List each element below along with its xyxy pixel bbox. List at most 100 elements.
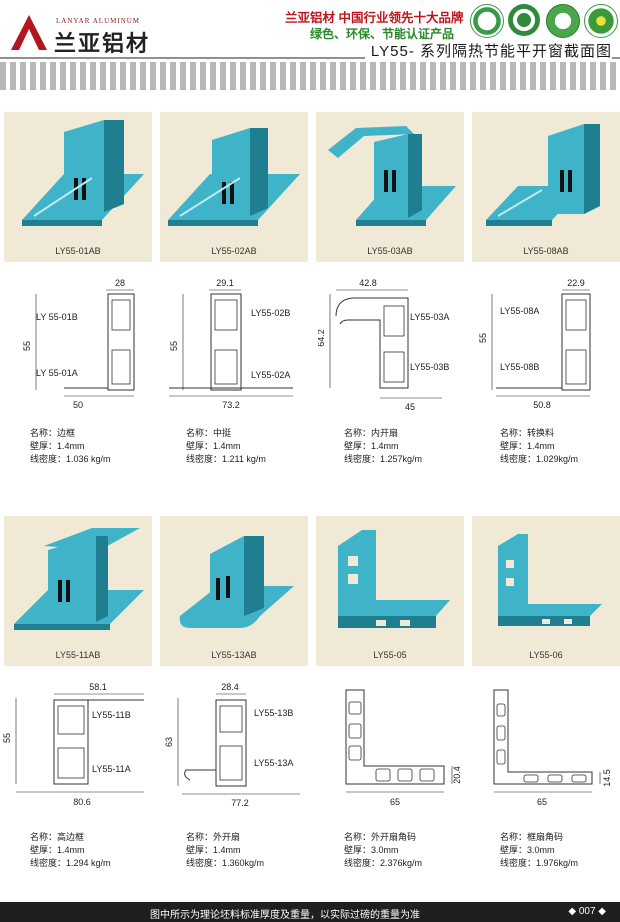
profile-render-icon — [22, 120, 144, 226]
profile-render-icon — [486, 124, 600, 226]
slogan-brand: 兰亚铝材 中国行业领先十大品牌 — [285, 11, 464, 25]
brand-logo: LANYAR ALUMINUM 兰亚铝材 — [8, 12, 178, 57]
dimension-label: 29.1 — [216, 278, 234, 288]
profile-code: LY55-02AB — [211, 246, 257, 256]
spec-block: 名称：外开扇 壁厚：1.4mm 线密度：1.360kg/m — [186, 831, 264, 870]
spec-block: 名称：框扇角码 壁厚：3.0mm 线密度：1.976kg/m — [500, 831, 578, 870]
part-label: LY 55-01B — [36, 312, 78, 322]
profile-code: LY55-11AB — [55, 650, 101, 660]
dimension-label: 65 — [390, 797, 400, 807]
spec-wall: 壁厚：1.4mm — [30, 441, 85, 451]
dimension-label: 64.2 — [318, 329, 326, 347]
spec-block: 名称：边框 壁厚：1.4mm 线密度：1.036 kg/m — [30, 427, 111, 466]
profile-render-icon — [179, 536, 294, 628]
certification-badge-icon — [584, 4, 618, 38]
spec-density: 线密度：1.294 kg/m — [30, 858, 111, 868]
footer-note: 图中所示为理论坯料标准厚度及重量，以实际过磅的重量为准 — [150, 910, 420, 921]
dimension-label: 77.2 — [231, 798, 249, 808]
section-drawing: 28.4 63 LY55-13B LY55-13A 77.2 — [164, 682, 300, 808]
spec-wall: 壁厚：1.4mm — [186, 441, 241, 451]
section-drawing: 20.4 65 — [345, 689, 462, 807]
dimension-label: 55 — [478, 333, 488, 343]
dimension-label: 80.6 — [73, 797, 91, 807]
section-drawing: 58.1 55 LY55-11B LY55-11A 80.6 — [2, 682, 144, 807]
profile-photo: LY55-01AB — [4, 112, 152, 262]
certification-badge-icon — [508, 4, 540, 36]
certification-badge-icon — [546, 4, 580, 38]
logo-english: LANYAR ALUMINUM — [56, 17, 141, 25]
dimension-label: 65 — [537, 797, 547, 807]
profile-photo: LY55-11AB — [4, 516, 152, 666]
part-label: LY55-08B — [500, 362, 539, 372]
spec-block: 名称：高边框 壁厚：1.4mm 线密度：1.294 kg/m — [30, 831, 111, 870]
profile-photo: LY55-03AB — [316, 112, 464, 262]
dimension-label: 28.4 — [221, 682, 239, 692]
profile-render-icon — [328, 126, 456, 226]
spec-block: 名称：中挺 壁厚：1.4mm 线密度：1.211 kg/m — [186, 427, 266, 466]
slogan-green: 绿色、环保、节能认证产品 — [310, 27, 455, 41]
spec-name: 名称：高边框 — [30, 832, 85, 842]
section-drawing: 29.1 55 LY55-02B LY55-02A 73.2 — [169, 278, 293, 410]
spec-name: 名称：中挺 — [186, 428, 232, 438]
spec-density: 线密度：1.036 kg/m — [30, 454, 111, 464]
spec-wall: 壁厚：1.4mm — [186, 845, 241, 855]
certification-badge-icon — [470, 4, 504, 38]
section-drawing: 28 55 LY 55-01B LY 55-01A 50 — [22, 278, 135, 410]
profile-code: LY55-05 — [373, 650, 407, 660]
profile-render-icon — [14, 528, 144, 630]
spec-name: 名称：边框 — [30, 428, 76, 438]
spec-density: 线密度：1.257kg/m — [344, 454, 423, 464]
dimension-label: 20.4 — [452, 766, 462, 784]
part-label: LY55-02A — [251, 370, 290, 380]
spec-block: 名称：外开扇角码 壁厚：3.0mm 线密度：2.376kg/m — [344, 831, 422, 870]
dimension-label: 55 — [169, 341, 179, 351]
dimension-label: 42.8 — [359, 278, 377, 288]
profile-photo: LY55-02AB — [160, 112, 308, 262]
profile-render-icon — [498, 534, 602, 626]
dimension-label: 73.2 — [222, 400, 240, 410]
dimension-label: 63 — [164, 737, 174, 747]
page-number: ◆ 007 ◆ — [568, 906, 606, 917]
part-label: LY55-11A — [92, 764, 131, 774]
dimension-label: 45 — [405, 402, 415, 412]
part-label: LY55-13A — [254, 758, 293, 768]
brand-logo-icon — [11, 15, 47, 50]
spec-density: 线密度：2.376kg/m — [344, 858, 423, 868]
dimension-label: 55 — [22, 341, 32, 351]
page-title: LY55- 系列隔热节能平开窗截面图 — [364, 40, 612, 61]
profile-code: LY55-01AB — [55, 246, 101, 256]
spec-wall: 壁厚：3.0mm — [344, 845, 399, 855]
profile-code: LY55-03AB — [367, 246, 413, 256]
spec-name: 名称：转换料 — [500, 428, 555, 438]
part-label: LY 55-01A — [36, 368, 78, 378]
page-header: LANYAR ALUMINUM 兰亚铝材 兰亚铝材 中国行业领先十大品牌 绿色、… — [0, 0, 620, 62]
spec-block: 名称：转换料 壁厚：1.4mm 线密度：1.029kg/m — [500, 427, 578, 466]
part-label: LY55-03A — [410, 312, 449, 322]
part-label: LY55-13B — [254, 708, 293, 718]
spec-wall: 壁厚：1.4mm — [30, 845, 85, 855]
spec-density: 线密度：1.029kg/m — [500, 454, 579, 464]
profile-photo: LY55-06 — [472, 516, 620, 666]
page-footer: 图中所示为理论坯料标准厚度及重量，以实际过磅的重量为准 ◆ 007 ◆ — [0, 902, 620, 922]
profile-render-icon — [168, 128, 300, 226]
spec-wall: 壁厚：3.0mm — [500, 845, 555, 855]
section-drawing: 22.9 55 LY55-08A LY55-08B 50.8 — [478, 278, 591, 410]
dimension-label: 50 — [73, 400, 83, 410]
profile-photo: LY55-05 — [316, 516, 464, 666]
spec-density: 线密度：1.211 kg/m — [186, 454, 266, 464]
profile-code: LY55-06 — [529, 650, 563, 660]
profile-code: LY55-08AB — [523, 246, 569, 256]
part-label: LY55-02B — [251, 308, 290, 318]
dimension-label: 28 — [115, 278, 125, 288]
profile-photo: LY55-13AB — [160, 516, 308, 666]
spec-block: 名称：内开扇 壁厚：1.4mm 线密度：1.257kg/m — [344, 427, 422, 466]
part-label: LY55-03B — [410, 362, 449, 372]
spec-name: 名称：框扇角码 — [500, 832, 564, 842]
section-drawing: 14.5 65 — [493, 689, 612, 807]
section-drawing: 42.8 64.2 LY55-03A LY55-03B 45 — [318, 278, 449, 412]
dimension-label: 58.1 — [89, 682, 107, 692]
spec-name: 名称：外开扇 — [186, 832, 241, 842]
dimension-label: 55 — [2, 733, 12, 743]
part-label: LY55-11B — [92, 710, 131, 720]
logo-chinese: 兰亚铝材 — [54, 31, 151, 57]
